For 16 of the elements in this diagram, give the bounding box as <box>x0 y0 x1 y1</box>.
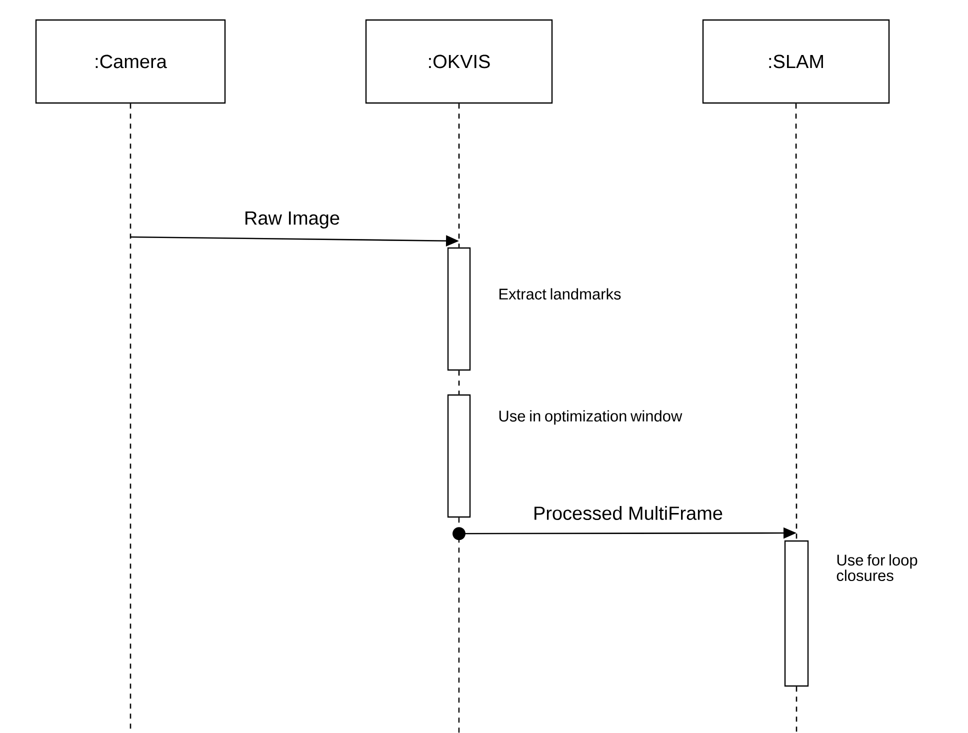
lifeline <box>796 686 798 733</box>
lifeline-box: :SLAM <box>702 19 890 104</box>
lifeline-box: :Camera <box>35 19 226 104</box>
activation-bar <box>447 247 471 371</box>
activation-bar <box>784 540 809 687</box>
note-text: Use for loop closures <box>836 554 918 582</box>
note-text: Use in optimization window <box>499 410 682 425</box>
lifeline <box>795 104 798 540</box>
lifeline <box>458 518 460 733</box>
message-label: Raw Image <box>246 212 340 228</box>
note-text: Extract landmarks <box>499 288 621 300</box>
activation-bar <box>447 394 471 518</box>
lifeline-box: :OKVIS <box>365 19 553 104</box>
lifeline <box>458 104 460 248</box>
lifeline <box>458 370 460 394</box>
message-label: Processed MultiFrame <box>534 506 722 520</box>
